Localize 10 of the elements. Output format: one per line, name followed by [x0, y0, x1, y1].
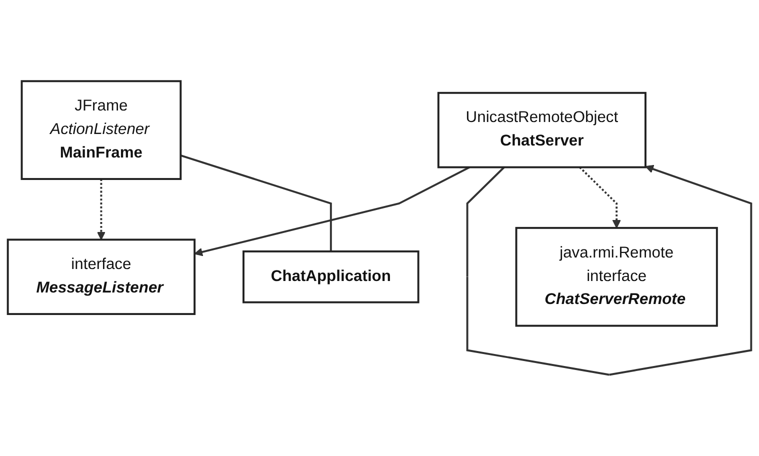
node-box: java.rmi.Remote interface ChatServerRemote [515, 226, 718, 327]
arrow [466, 164, 752, 376]
arrow [579, 166, 621, 228]
arrow [194, 166, 470, 256]
arrow [96, 179, 106, 240]
connector [180, 154, 332, 252]
node-box: UnicastRemoteObject ChatServer [437, 92, 646, 168]
node-box: interface MessageListener [6, 238, 196, 316]
node-box: JFrame ActionListener MainFrame [20, 80, 182, 180]
node-box: ChatApplication [242, 250, 420, 304]
